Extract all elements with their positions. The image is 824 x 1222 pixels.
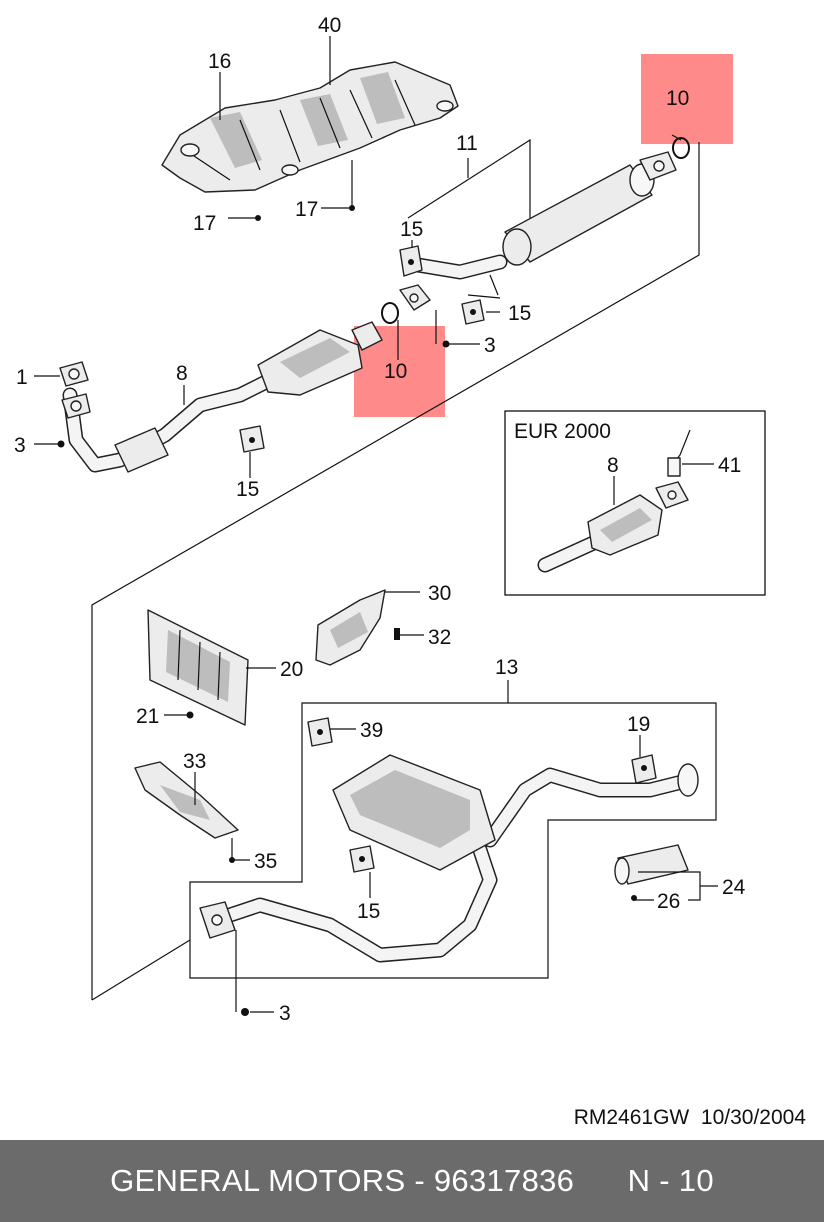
- callout-21: 21: [136, 705, 159, 728]
- callout-15: 15: [357, 900, 380, 923]
- rear-muffler-13: [199, 754, 699, 963]
- callout-35: 35: [254, 850, 277, 873]
- assembly-group-outline-lower: [91, 939, 191, 1001]
- callout-10: 10: [384, 360, 407, 383]
- callout-33: 33: [183, 750, 206, 773]
- callout-41: 41: [718, 454, 741, 477]
- bolt-26: [631, 895, 637, 901]
- nut-3-mid: [442, 340, 450, 348]
- callout-15: 15: [508, 302, 531, 325]
- bolt-17-right: [349, 205, 355, 211]
- bolt-32: [394, 628, 400, 640]
- callout-39: 39: [360, 719, 383, 742]
- heat-shield-30: [315, 589, 386, 666]
- callout-15: 15: [236, 478, 259, 501]
- callout-1: 1: [16, 366, 28, 389]
- callout-15: 15: [400, 218, 423, 241]
- footer-part-number: GENERAL MOTORS - 96317836 N - 10: [110, 1163, 714, 1198]
- callout-10: 10: [666, 87, 689, 110]
- heat-shield-20: [147, 609, 249, 726]
- center-muffler-11: [410, 151, 677, 299]
- bolt-35: [229, 857, 235, 863]
- bolt-17-left: [255, 215, 261, 221]
- callout-30: 30: [428, 582, 451, 605]
- drawing-reference: RM2461GW 10/30/2004: [574, 1106, 807, 1129]
- callout-40: 40: [318, 14, 341, 37]
- callout-3: 3: [484, 334, 496, 357]
- nut-3-front: [57, 440, 65, 448]
- callout-8: 8: [607, 454, 619, 477]
- inset-label: EUR 2000: [514, 420, 611, 443]
- muffler-13-group-outline: [189, 702, 717, 979]
- callout-26: 26: [657, 890, 680, 913]
- callout-13: 13: [495, 656, 518, 679]
- tail-pipe-tip-24: [614, 844, 689, 885]
- flange-joint-mid: [381, 284, 431, 324]
- callout-3: 3: [279, 1002, 291, 1025]
- callout-11: 11: [456, 132, 478, 155]
- assembly-group-outline: [91, 142, 700, 1000]
- nut-3-rear: [241, 1008, 249, 1016]
- front-pipe-with-catalytic-converter-8: [59, 321, 383, 473]
- footer-bar: GENERAL MOTORS - 96317836 N - 10: [0, 1140, 824, 1222]
- heat-shield-upper: [161, 61, 459, 193]
- callout-3: 3: [14, 434, 26, 457]
- callout-8: 8: [176, 362, 188, 385]
- gasket-10-upper: [672, 137, 690, 159]
- callout-17: 17: [193, 212, 216, 235]
- callout-24: 24: [722, 876, 746, 899]
- highlight-box-part-10-upper: [641, 54, 733, 144]
- heat-shield-33: [134, 761, 239, 839]
- catalytic-converter-eur2000: [537, 429, 691, 573]
- callout-32: 32: [428, 626, 451, 649]
- bolt-21: [186, 711, 194, 719]
- inset-eur2000-frame: [504, 410, 766, 596]
- callout-20: 20: [280, 658, 303, 681]
- callout-19: 19: [627, 713, 650, 736]
- callout-16: 16: [208, 50, 231, 73]
- callout-17: 17: [295, 198, 318, 221]
